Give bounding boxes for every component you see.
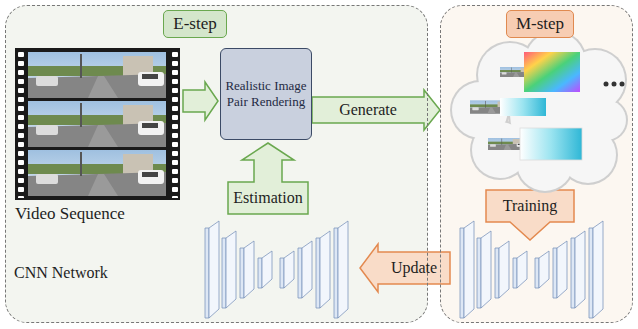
- text-label: CNN Network: [14, 263, 108, 283]
- text-label: Video Sequence: [15, 204, 125, 224]
- cnn-network-e: [205, 221, 348, 318]
- m-step-ground: [440, 5, 633, 323]
- text-label: Training: [503, 196, 558, 216]
- estimation-arrow: [228, 143, 308, 214]
- process-box: Realistic Image Pair Rendering: [220, 48, 312, 140]
- film-strip: [15, 48, 180, 200]
- sample-cloud: [450, 30, 628, 193]
- fat-arrow: [312, 90, 440, 130]
- text-label: Update: [391, 258, 437, 278]
- step-badge: M-step: [506, 10, 574, 38]
- edge-label: Generate: [339, 100, 397, 120]
- box-text: Realistic Image Pair Rendering: [225, 78, 307, 110]
- training-arrow: [486, 190, 574, 240]
- update-arrow: [360, 244, 450, 292]
- text-label: Estimation: [233, 188, 302, 208]
- m-step-panel: M-step: [440, 5, 633, 323]
- step-badge: E-step: [163, 10, 226, 38]
- input-arrow: [183, 82, 218, 120]
